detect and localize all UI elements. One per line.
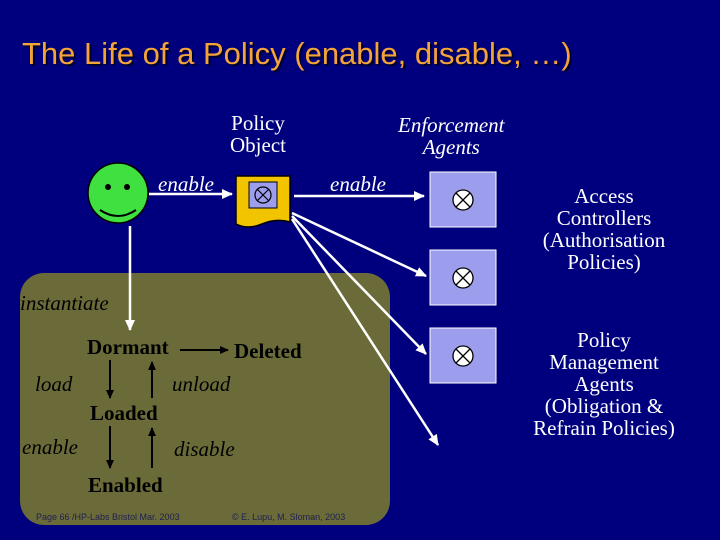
enforcement-agent-box-2 xyxy=(429,249,497,306)
access-controllers-label: Access Controllers (Authorisation Polici… xyxy=(542,184,666,275)
enforcement-agent-box-1 xyxy=(429,171,497,228)
state-enabled: Enabled xyxy=(88,473,163,497)
transition-load: load xyxy=(35,372,73,396)
transition-enable: enable xyxy=(22,435,78,459)
footer-right: © E. Lupu, M. Sloman, 2003 xyxy=(232,512,346,522)
transition-unload: unload xyxy=(172,372,231,396)
distribution-arrow-2 xyxy=(291,215,427,355)
transition-disable: disable xyxy=(174,437,235,461)
policy-state-box xyxy=(20,273,390,525)
state-dormant: Dormant xyxy=(87,335,169,359)
state-loaded: Loaded xyxy=(90,401,158,425)
enforcement-agent-box-3 xyxy=(429,327,497,384)
policy-object-label: Policy Object xyxy=(230,111,286,158)
enforcement-agents-label: Enforcement Agents xyxy=(398,113,505,160)
smiley-icon xyxy=(87,162,149,224)
instantiate-label: instantiate xyxy=(20,291,109,315)
distribution-arrow-1 xyxy=(291,211,427,278)
slide-title: The Life of a Policy (enable, disable, …… xyxy=(22,36,572,71)
policy-document-icon xyxy=(235,175,291,228)
footer-left: Page 66 /HP-Labs Bristol Mar. 2003 xyxy=(36,512,180,522)
distribution-arrow-3 xyxy=(290,218,440,446)
policy-management-agents-label: Policy Management Agents (Obligation & R… xyxy=(533,328,675,441)
enable-label-right: enable xyxy=(330,172,386,196)
enable-label-left: enable xyxy=(158,172,214,196)
state-deleted: Deleted xyxy=(234,339,302,363)
